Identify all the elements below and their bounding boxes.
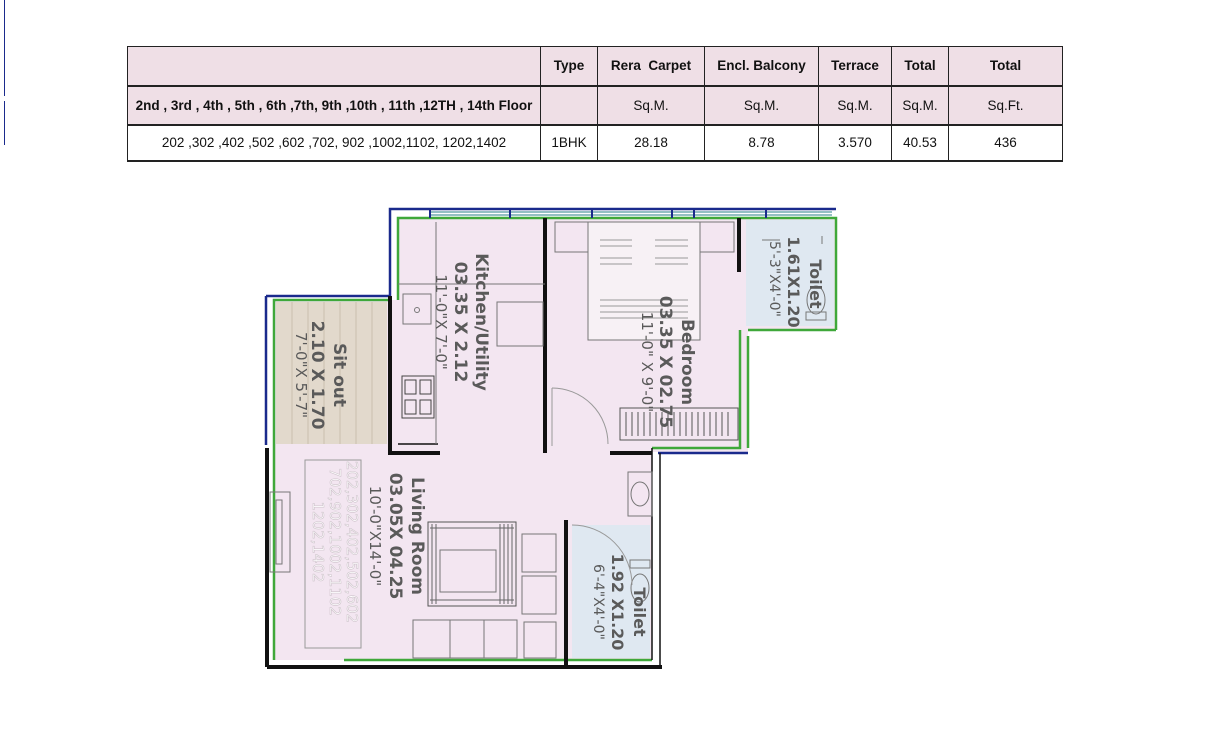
units-cell: Sq.M.	[704, 85, 819, 126]
sitout-deck-lines	[291, 302, 373, 444]
toilet1-imperial: 5'-3"X4'-0"	[766, 241, 782, 317]
total-sqm-cell: 40.53	[891, 124, 949, 162]
flat-floor-fill	[274, 218, 836, 660]
living-imperial: 10'-0"X14'-0"	[366, 486, 384, 586]
top-windows	[430, 211, 832, 216]
main-door-frame	[269, 491, 291, 573]
toilet2-label: Toilet 1.92 X1.20 6'-4"X4'-0"	[590, 554, 649, 651]
terrace-cell: 3.570	[818, 124, 892, 162]
toilet1-fixtures	[762, 236, 827, 321]
flat-number-watermark: 202,302,402,502,602 702,902,1002,1102 12…	[309, 461, 362, 624]
kitchen-imperial: 11'-0"X 7'-0"	[432, 274, 450, 370]
total-sqft-cell: 436	[948, 124, 1063, 162]
thin-walls	[398, 443, 661, 665]
sofa	[412, 619, 518, 659]
sitout-metric: 2.10 X 1.70	[307, 321, 327, 430]
wash-basin	[627, 471, 653, 517]
bed	[587, 221, 701, 341]
bedroom-fixtures	[554, 221, 739, 441]
header-rera-carpet: Rera Carpet	[597, 46, 705, 87]
bedroom-metric: 03.35 X 02.75	[655, 296, 675, 429]
header-terrace: Terrace	[818, 46, 892, 87]
sink-drain	[414, 307, 420, 313]
living-furniture	[269, 459, 557, 659]
flat-numbers-cell: 202 ,302 ,402 ,502 ,602 ,702, 902 ,1002,…	[127, 124, 541, 162]
kitchen-sink	[402, 293, 432, 325]
living-label: Living Room 03.05X 04.25 10'-0"X14'-0"	[366, 473, 427, 600]
tv-unit	[304, 459, 362, 649]
toilet1-wc	[806, 285, 826, 315]
units-cell: Sq.Ft.	[948, 85, 1063, 126]
sitout-name: Sit out	[329, 343, 349, 407]
table-row: 202 ,302 ,402 ,502 ,602 ,702, 902 ,1002,…	[127, 124, 1063, 162]
header-encl-balcony: Encl. Balcony	[704, 46, 819, 87]
door-swing	[551, 387, 609, 445]
table-header-row: Type Rera Carpet Encl. Balcony Terrace T…	[127, 46, 1063, 87]
flat-numbers-line3: 1202,1402	[309, 501, 327, 582]
toilet1-metric: 1.61X1.20	[784, 236, 803, 327]
units-cell	[540, 85, 598, 126]
kitchen-name: Kitchen/Utility	[471, 253, 491, 391]
living-metric: 03.05X 04.25	[385, 473, 405, 600]
header-total-sqft: Total	[948, 46, 1063, 87]
rera-carpet-cell: 28.18	[597, 124, 705, 162]
sitout-floor	[276, 302, 387, 444]
toilet2-fixtures	[571, 471, 653, 603]
outline-green	[272, 216, 838, 662]
flat-numbers-line1: 202,302,402,502,602	[343, 461, 361, 623]
kitchen-fixtures	[398, 222, 609, 446]
rug	[427, 521, 517, 607]
outline-blue	[264, 207, 836, 455]
sitout-imperial: 7'-0"X 5'-7"	[292, 332, 310, 418]
bedroom-label: Bedroom 03.35 X 02.75 11'-0" X 9'-0"	[638, 296, 697, 429]
kitchen-metric: 03.35 X 2.12	[450, 262, 470, 383]
armchair	[521, 533, 557, 573]
area-statement-table: Type Rera Carpet Encl. Balcony Terrace T…	[127, 46, 1063, 162]
floors-cell: 2nd , 3rd , 4th , 5th , 6th ,7th, 9th ,1…	[127, 85, 541, 126]
balcony-cell: 8.78	[704, 124, 819, 162]
units-cell: Sq.M.	[818, 85, 892, 126]
room-fills	[274, 218, 836, 660]
header-cell	[127, 46, 541, 87]
toilet1-label: Toilet 1.61X1.20 5'-3"X4'-0"	[766, 236, 825, 327]
rug-hatch	[430, 524, 514, 604]
flat-numbers-line2: 702,902,1002,1102	[326, 468, 344, 616]
type-cell: 1BHK	[540, 124, 598, 162]
toilet2-wc	[630, 573, 650, 603]
page-edge-mark	[0, 0, 5, 96]
armchair	[521, 575, 557, 615]
page-edge-mark	[0, 101, 5, 145]
header-type: Type	[540, 46, 598, 87]
toilet2-metric: 1.92 X1.20	[608, 554, 627, 651]
header-total-sqm: Total	[891, 46, 949, 87]
toilet2-name: Toilet	[630, 587, 649, 637]
toilet2-floor	[572, 525, 650, 658]
sitout-label: Sit out 2.10 X 1.70 7'-0"X 5'-7"	[292, 321, 349, 430]
toilet1-name: Toilet	[806, 259, 825, 309]
hob	[401, 375, 435, 419]
living-name: Living Room	[407, 477, 427, 595]
toilet2-imperial: 6'-4"X4'-0"	[590, 564, 606, 640]
table-units-row: 2nd , 3rd , 4th , 5th , 6th ,7th, 9th ,1…	[127, 85, 1063, 126]
units-cell: Sq.M.	[891, 85, 949, 126]
kitchen-door	[496, 301, 544, 347]
top-window-mullions	[429, 209, 767, 218]
interior-walls	[265, 218, 741, 669]
bedroom-name: Bedroom	[677, 319, 697, 405]
side-table	[523, 621, 557, 659]
wardrobe	[619, 407, 739, 441]
units-cell: Sq.M.	[597, 85, 705, 126]
kitchen-label: Kitchen/Utility 03.35 X 2.12 11'-0"X 7'-…	[432, 253, 491, 391]
bed-pillow-lines	[600, 239, 688, 319]
toilet1-floor	[746, 220, 834, 326]
bedroom-imperial: 11'-0" X 9'-0"	[638, 312, 656, 412]
